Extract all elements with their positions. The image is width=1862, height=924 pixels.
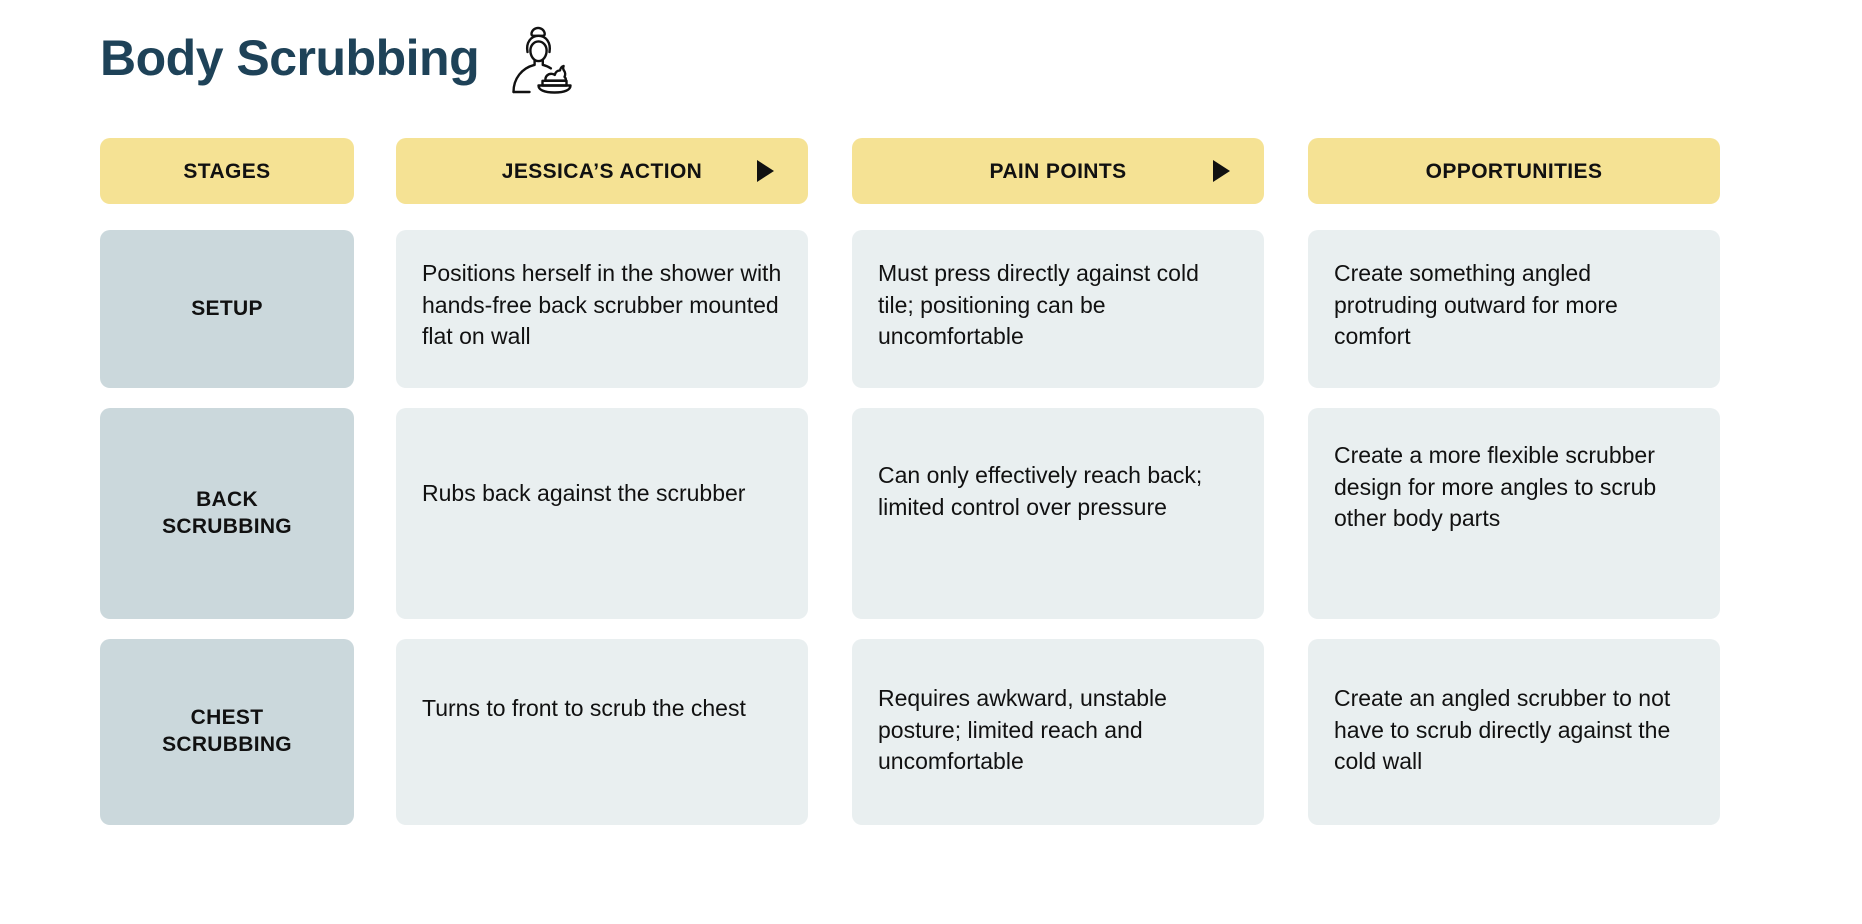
- pain-points-text: Must press directly against cold tile; p…: [878, 260, 1199, 350]
- page-title: Body Scrubbing: [100, 30, 480, 86]
- opportunities-text: Create a more flexible scrubber design f…: [1334, 442, 1657, 532]
- play-triangle-icon[interactable]: [757, 160, 774, 182]
- column-header-pain-points[interactable]: PAIN POINTS: [852, 138, 1264, 204]
- opportunities-cell[interactable]: Create something angled protruding outwa…: [1308, 230, 1720, 388]
- column-header-label: OPPORTUNITIES: [1425, 159, 1603, 183]
- action-text: Rubs back against the scrubber: [422, 480, 746, 506]
- stage-cell[interactable]: BACK SCRUBBING: [100, 408, 354, 619]
- column-header-opportunities[interactable]: OPPORTUNITIES: [1308, 138, 1720, 204]
- page-header: Body Scrubbing: [100, 18, 573, 98]
- action-cell[interactable]: Positions herself in the shower with han…: [396, 230, 808, 388]
- action-text: Positions herself in the shower with han…: [422, 260, 782, 350]
- woman-body-scrub-icon: [512, 26, 572, 94]
- table-row: CHEST SCRUBBING Turns to front to scrub …: [100, 639, 1746, 825]
- pain-points-text: Can only effectively reach back; limited…: [878, 462, 1203, 520]
- table-row: SETUP Positions herself in the shower wi…: [100, 230, 1746, 388]
- pain-points-text: Requires awkward, unstable posture; limi…: [878, 685, 1167, 775]
- column-header-label: JESSICA’S ACTION: [501, 159, 703, 183]
- opportunities-cell[interactable]: Create an angled scrubber to not have to…: [1308, 639, 1720, 825]
- opportunities-text: Create something angled protruding outwa…: [1334, 260, 1618, 350]
- stage-cell[interactable]: SETUP: [100, 230, 354, 388]
- column-header-action[interactable]: JESSICA’S ACTION: [396, 138, 808, 204]
- opportunities-text: Create an angled scrubber to not have to…: [1334, 685, 1671, 775]
- table-row: BACK SCRUBBING Rubs back against the scr…: [100, 408, 1746, 619]
- action-cell[interactable]: Turns to front to scrub the chest: [396, 639, 808, 825]
- action-text: Turns to front to scrub the chest: [422, 695, 746, 721]
- column-header-row: STAGES JESSICA’S ACTION PAIN POINTS OPPO…: [100, 138, 1746, 204]
- stage-label: CHEST SCRUBBING: [162, 706, 292, 756]
- journey-map-board: STAGES JESSICA’S ACTION PAIN POINTS OPPO…: [100, 138, 1746, 825]
- stage-cell[interactable]: CHEST SCRUBBING: [100, 639, 354, 825]
- stage-label: SETUP: [191, 296, 263, 320]
- opportunities-cell[interactable]: Create a more flexible scrubber design f…: [1308, 408, 1720, 619]
- action-cell[interactable]: Rubs back against the scrubber: [396, 408, 808, 619]
- column-header-stages[interactable]: STAGES: [100, 138, 354, 204]
- pain-points-cell[interactable]: Can only effectively reach back; limited…: [852, 408, 1264, 619]
- pain-points-cell[interactable]: Requires awkward, unstable posture; limi…: [852, 639, 1264, 825]
- stage-label: BACK SCRUBBING: [162, 487, 292, 538]
- column-header-label: PAIN POINTS: [989, 159, 1127, 183]
- play-triangle-icon[interactable]: [1213, 160, 1230, 182]
- pain-points-cell[interactable]: Must press directly against cold tile; p…: [852, 230, 1264, 388]
- column-header-label: STAGES: [183, 159, 271, 183]
